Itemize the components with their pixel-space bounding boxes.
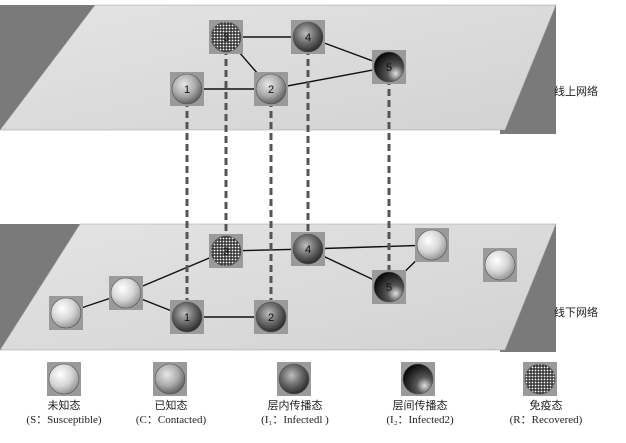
offline-node-b bbox=[109, 276, 143, 310]
node-label: 5 bbox=[386, 282, 392, 294]
node-sphere bbox=[110, 277, 142, 309]
legend-cn-label: 层间传播态 bbox=[392, 399, 448, 412]
node-sphere bbox=[255, 73, 287, 105]
offline-node-a bbox=[49, 296, 83, 330]
offline-node-5: 5 bbox=[372, 270, 406, 304]
legend-en-label: (S：Susceptible) bbox=[26, 414, 102, 426]
node-sphere bbox=[416, 229, 448, 261]
interlayer-links bbox=[185, 37, 391, 317]
legend-en-label: (I₂：Infected2) bbox=[386, 414, 454, 426]
offline-node-4: 4 bbox=[291, 232, 325, 266]
node-sphere bbox=[171, 73, 203, 105]
node-label: 1 bbox=[184, 312, 190, 324]
online-node-2: 2 bbox=[254, 72, 288, 106]
node-sphere bbox=[292, 21, 324, 53]
node-sphere bbox=[524, 363, 556, 395]
legend-icon-infected2 bbox=[401, 362, 435, 396]
node-sphere bbox=[402, 363, 434, 395]
node-label: 2 bbox=[268, 84, 274, 96]
node-label: 2 bbox=[268, 312, 274, 324]
legend-item-recovered: 免疫态 (R：Recovered) bbox=[486, 398, 606, 428]
legend-icons bbox=[47, 362, 557, 396]
node-sphere bbox=[171, 301, 203, 333]
legend-en-label: (R：Recovered) bbox=[509, 414, 583, 426]
legend-item-infected2: 层间传播态 (I₂：Infected2) bbox=[360, 398, 480, 428]
offline-layer-label: 线下网络 bbox=[554, 305, 598, 319]
node-sphere bbox=[373, 51, 405, 83]
legend-cn-label: 已知态 bbox=[154, 399, 188, 412]
node-sphere bbox=[255, 301, 287, 333]
node-sphere bbox=[210, 21, 242, 53]
legend-icon-recovered bbox=[523, 362, 557, 396]
legend-cn-label: 未知态 bbox=[47, 399, 81, 412]
node-label: 3 bbox=[223, 246, 229, 258]
offline-edge-4-c bbox=[307, 244, 433, 250]
online-edge-2-5 bbox=[270, 66, 390, 90]
node-sphere bbox=[292, 233, 324, 265]
legend-en-label: (I₁：Infectedl ) bbox=[261, 414, 329, 426]
node-sphere bbox=[278, 363, 310, 395]
node-label: 5 bbox=[386, 62, 392, 74]
online-node-1: 1 bbox=[170, 72, 204, 106]
node-label: 3 bbox=[223, 32, 229, 44]
node-sphere bbox=[154, 363, 186, 395]
offline-node-d bbox=[483, 248, 517, 282]
online-node-3: 3 bbox=[209, 20, 243, 54]
online-nodes: 1 2 3 4 5 bbox=[170, 20, 406, 106]
legend-item-infected1: 层内传播态 (I₁：Infectedl ) bbox=[235, 398, 355, 428]
online-node-4: 4 bbox=[291, 20, 325, 54]
offline-node-c bbox=[415, 228, 449, 262]
legend-cn-label: 免疫态 bbox=[529, 399, 563, 412]
legend-en-label: (C：Contacted) bbox=[135, 414, 207, 426]
online-layer-plane bbox=[0, 4, 557, 131]
legend-cn-label: 层内传播态 bbox=[267, 399, 323, 412]
offline-nodes: 1 2 3 4 5 bbox=[49, 228, 517, 334]
online-node-5: 5 bbox=[372, 50, 406, 84]
node-label: 1 bbox=[184, 84, 190, 96]
online-layer: 线上网络 bbox=[0, 4, 598, 134]
offline-node-3: 3 bbox=[209, 234, 243, 268]
legend-icon-infected1 bbox=[277, 362, 311, 396]
legend-item-contacted: 已知态 (C：Contacted) bbox=[111, 398, 231, 428]
node-sphere bbox=[373, 271, 405, 303]
node-sphere bbox=[48, 363, 80, 395]
offline-node-1: 1 bbox=[170, 300, 204, 334]
offline-node-2: 2 bbox=[254, 300, 288, 334]
node-sphere bbox=[484, 249, 516, 281]
node-sphere bbox=[50, 297, 82, 329]
legend-item-susceptible: 未知态 (S：Susceptible) bbox=[4, 398, 124, 428]
legend-icon-contacted bbox=[153, 362, 187, 396]
node-label: 4 bbox=[305, 32, 311, 44]
online-layer-label: 线上网络 bbox=[554, 84, 598, 98]
node-sphere bbox=[210, 235, 242, 267]
legend-icon-susceptible bbox=[47, 362, 81, 396]
node-label: 4 bbox=[305, 244, 311, 256]
